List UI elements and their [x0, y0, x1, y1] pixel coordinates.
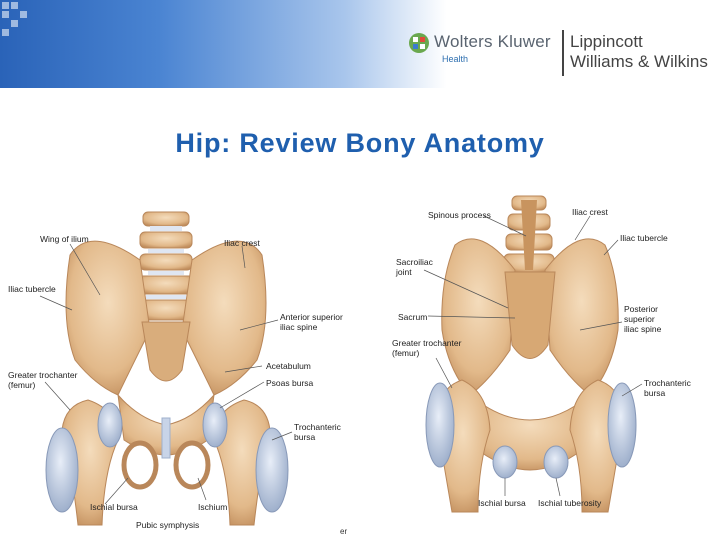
label-psoas-bursa: Psoas bursa	[266, 378, 313, 388]
label-greater-trochanter-anterior: Greater trochanter (femur)	[8, 370, 77, 390]
label-iliac-tubercle-anterior: Iliac tubercle	[8, 284, 56, 294]
posterior-sacrum	[505, 272, 555, 359]
psoas-bursa-right	[203, 403, 227, 447]
label-ischial-bursa-posterior: Ischial bursa	[478, 498, 526, 508]
label-iliac-tubercle-posterior: Iliac tubercle	[620, 233, 668, 243]
label-iliac-crest-posterior: Iliac crest	[572, 207, 608, 217]
label-ischial-tuberosity: Ischial tuberosity	[538, 498, 601, 508]
label-trochanteric-bursa-anterior: Trochanteric bursa	[294, 422, 341, 442]
label-greater-trochanter-posterior: Greater trochanter (femur)	[392, 338, 461, 358]
label-wing-of-ilium: Wing of ilium	[40, 234, 89, 244]
trochanteric-bursa-right	[256, 428, 288, 512]
anterior-pelvis-view	[40, 212, 292, 525]
label-trochanteric-bursa-posterior: Trochanteric bursa	[644, 378, 691, 398]
posterior-lumbar-spine	[504, 196, 554, 272]
right-ilium	[182, 241, 266, 395]
posterior-trochanteric-bursa-left	[426, 383, 454, 467]
sacrum	[142, 322, 190, 381]
label-iliac-crest-anterior: Iliac crest	[224, 238, 260, 248]
trochanteric-bursa-left	[46, 428, 78, 512]
label-ischium: Ischium	[198, 502, 227, 512]
label-sacrum: Sacrum	[398, 312, 427, 322]
label-sacroiliac-joint: Sacroiliac joint	[396, 257, 433, 277]
psoas-bursa-left	[98, 403, 122, 447]
posterior-right-ilium	[545, 239, 618, 395]
label-ischial-bursa-anterior: Ischial bursa	[90, 502, 138, 512]
label-spinous-process: Spinous process	[428, 210, 491, 220]
label-acetabulum: Acetabulum	[266, 361, 311, 371]
posterior-ischial-bursa-left	[493, 446, 517, 478]
label-anterior-superior-iliac-spine: Anterior superior iliac spine	[280, 312, 343, 332]
left-ilium	[66, 241, 150, 395]
label-pubic-symphysis: Pubic symphysis	[136, 520, 199, 530]
footer-text: er	[340, 527, 347, 536]
posterior-ischial-bursa-right	[544, 446, 568, 478]
label-posterior-superior-iliac-spine: Posterior superior iliac spine	[624, 304, 661, 334]
